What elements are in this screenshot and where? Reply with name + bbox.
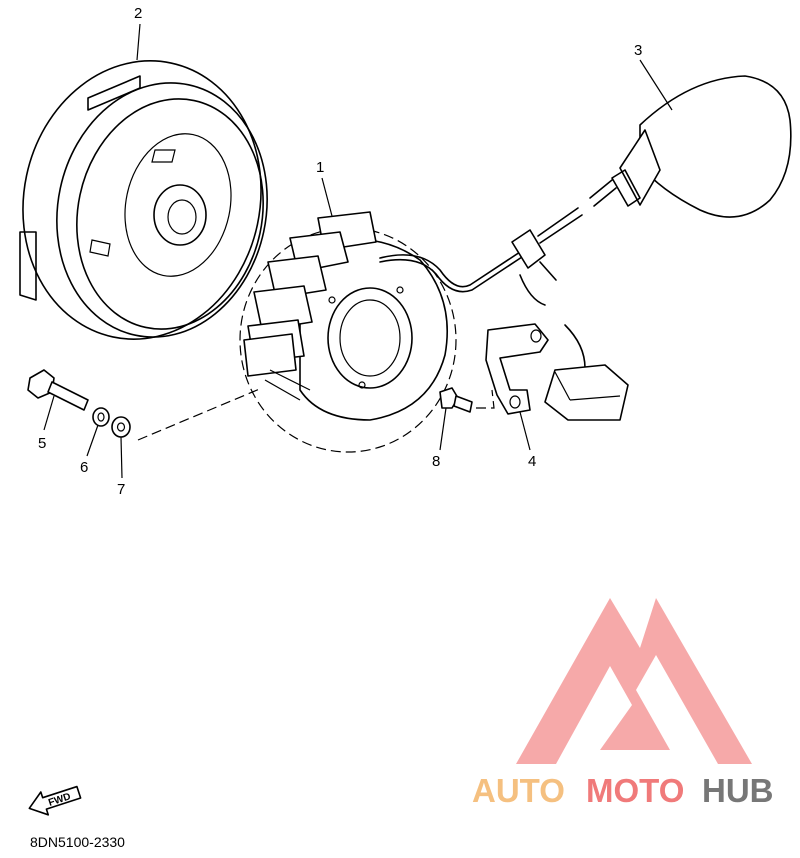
bolt-part-5 [27,369,89,411]
callout-3: 3 [634,42,642,59]
callout-4: 4 [528,453,536,470]
flywheel-rotor [19,60,268,340]
washer-part-6 [92,407,110,427]
callout-8: 8 [432,453,440,470]
callout-7: 7 [117,481,125,498]
callout-5: 5 [38,435,46,452]
callout-6: 6 [80,459,88,476]
drawing-code: 8DN5100-2330 [30,834,125,850]
wire-coupler-clamp [485,274,629,421]
screw-part-8 [439,387,473,413]
watermark-triangle-icon [516,598,752,764]
callout-1: 1 [316,159,324,176]
leader-lines [43,23,673,479]
watermark-word-moto: MOTO [586,772,684,809]
stator-assembly [239,211,523,453]
watermark-logo [516,598,752,764]
watermark-word-auto: AUTO [472,772,565,809]
watermark-word-hub: HUB [702,772,774,809]
callout-2: 2 [134,5,142,22]
washer-part-7 [111,416,131,438]
fwd-label: FWD [47,791,72,809]
screw-alignment-line [476,389,495,409]
bolt-alignment-line [137,387,263,441]
fwd-arrow-icon [28,785,82,816]
pickup-coil [511,75,792,281]
